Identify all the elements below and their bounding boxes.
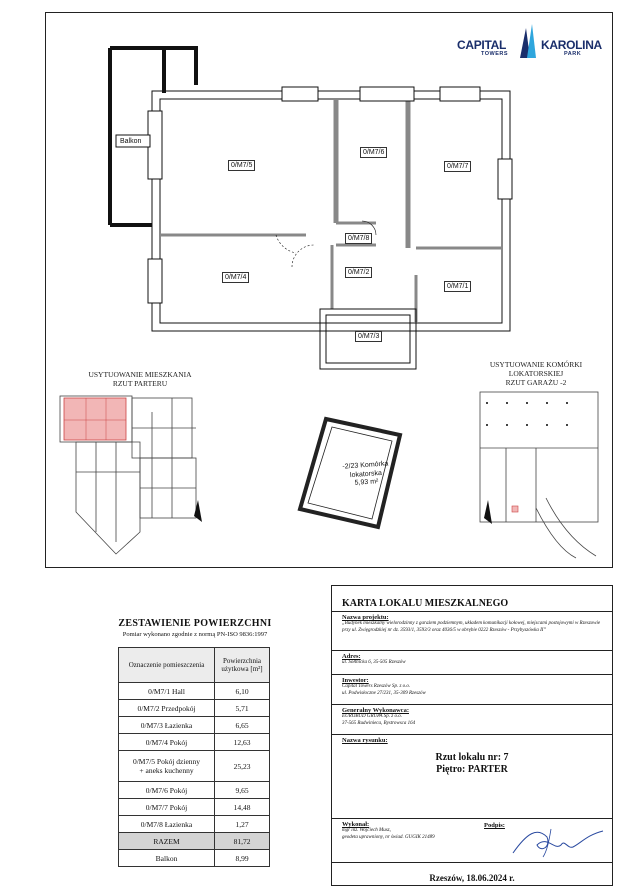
address-section: Adres: ul. Sołtnicka 6, 35-505 Rzeszów: [332, 651, 612, 675]
room-name: 0/M7/5 Pokój dzienny + aneks kuchenny: [118, 750, 215, 782]
investor-text-2: ul. Podwisłoczne 27/231, 35-309 Rzeszów: [342, 690, 426, 696]
summary-title: ZESTAWIENIE POWIERZCHNI: [118, 618, 272, 629]
room-name: 0/M7/7 Pokój: [118, 798, 215, 816]
apartment-floor-plan: [108, 46, 513, 370]
col-area-header-line-2: użytkowa [m²]: [221, 665, 263, 673]
logo-tower-icon: [520, 24, 536, 58]
contractor-text-1: EUROBUD GRUPA Sp. z o.o.: [342, 714, 402, 719]
room-name: 0/M7/3 Łazienka: [118, 716, 215, 734]
storage-cell-label: -2/23 Komórka lokatorska 5,93 m²: [335, 460, 397, 490]
made-by-text-1: mgr inż. Wojciech Musz,: [342, 828, 391, 833]
contractor-section: Generalny Wykonawca: EUROBUD GRUPA Sp. z…: [332, 705, 612, 735]
logo-towers: TOWERS: [481, 51, 509, 57]
room-name: 0/M7/6 Pokój: [118, 781, 215, 799]
surface-table: Oznaczenie pomieszczenia Powierzchnia uż…: [118, 647, 270, 867]
location-caption: USYTUOWANIE MIESZKANIA RZUT PARTERU: [60, 370, 220, 388]
contractor-label: Generalny Wykonawca:: [342, 707, 409, 714]
room-area: 14,48: [214, 798, 270, 816]
table-row: 0/M7/5 Pokój dzienny + aneks kuchenny 25…: [118, 750, 270, 782]
storage-caption-line-2: LOKATORSKIEJ: [508, 369, 564, 378]
drawing-label: Nazwa rysunku:: [342, 737, 388, 744]
room-area: 6,10: [214, 682, 270, 700]
room-label-2: 0/M7/2: [345, 267, 373, 278]
room-label-4: 0/M7/4: [222, 272, 250, 283]
room-name: Balkon: [118, 849, 215, 867]
project-label: Nazwa projektu:: [342, 614, 389, 621]
project-section: Nazwa projektu: „Budynek mieszkalny wiel…: [332, 612, 612, 651]
room-area: 6,65: [214, 716, 270, 734]
location-caption-line-1: USYTUOWANIE MIESZKANIA: [88, 370, 192, 379]
investor-section: Inwestor: Capital Towers Rzeszów Sp. z o…: [332, 675, 612, 705]
room-area: 25,23: [214, 750, 270, 782]
footer-section: Rzeszów, 18.06.2024 r.: [332, 863, 612, 887]
col-area-header: Powierzchnia użytkowa [m²]: [214, 647, 270, 683]
room-name-line-2: + aneks kuchenny: [139, 766, 194, 775]
logo-karolina: KAROLINA: [541, 38, 602, 52]
summary-subtitle: Pomiar wykonano zgodnie z normą PN-ISO 9…: [122, 631, 268, 638]
card-title: KARTA LOKALU MIESZKALNEGO: [342, 598, 509, 609]
card-title-section: KARTA LOKALU MIESZKALNEGO: [332, 586, 612, 612]
room-label-1: 0/M7/1: [444, 281, 472, 292]
room-label-6: 0/M7/6: [360, 147, 388, 158]
address-label: Adres:: [342, 653, 361, 660]
room-name: 0/M7/8 Łazienka: [118, 815, 215, 833]
room-label-3: 0/M7/3: [355, 331, 383, 342]
site-plan-ground-floor: [59, 395, 202, 555]
signature-label: Podpis:: [484, 822, 505, 829]
room-name: 0/M7/2 Przedpokój: [118, 699, 215, 717]
storage-caption-line-1: USYTUOWANIE KOMÓRKI: [489, 360, 583, 369]
room-label-balkon: Balkon: [120, 138, 142, 145]
drawing-line-1: Rzut lokalu nr: 7: [435, 752, 509, 763]
surface-table-header: Oznaczenie pomieszczenia Powierzchnia uż…: [118, 647, 270, 683]
drawing-line-2: Piętro: PARTER: [436, 764, 508, 775]
investor-label: Inwestor:: [342, 677, 369, 684]
made-by-section: Wykonał: mgr inż. Wojciech Musz, geodeta…: [332, 819, 612, 863]
col-area-header-line-1: Powierzchnia: [222, 657, 262, 665]
drawing-section: Nazwa rysunku: Rzut lokalu nr: 7 Piętro:…: [332, 735, 612, 819]
made-by-text-2: geodeta uprawniony, nr świad. GUGIK 2148…: [342, 834, 435, 840]
room-area: 8,99: [214, 849, 270, 867]
made-by-label: Wykonał:: [342, 821, 370, 828]
room-area: 1,27: [214, 815, 270, 833]
investor-text-1: Capital Towers Rzeszów Sp. z o.o.: [342, 684, 411, 689]
room-name: RAZEM: [118, 832, 215, 850]
logo-capital: CAPITAL: [457, 38, 507, 52]
room-label-8: 0/M7/8: [345, 233, 373, 244]
logo-park: PARK: [564, 51, 582, 57]
room-area: 81,72: [214, 832, 270, 850]
project-text: „Budynek mieszkalny wielorodzinny z gara…: [342, 621, 601, 633]
room-label-7: 0/M7/7: [444, 161, 472, 172]
card-footer-date: Rzeszów, 18.06.2024 r.: [429, 873, 515, 883]
signature: [512, 828, 604, 858]
room-label-5: 0/M7/5: [228, 160, 256, 171]
drawing-name: Rzut lokalu nr: 7 Piętro: PARTER: [342, 752, 602, 776]
location-caption-line-2: RZUT PARTERU: [112, 379, 168, 388]
apartment-card: KARTA LOKALU MIESZKALNEGO Nazwa projektu…: [331, 585, 613, 886]
room-name: 0/M7/4 Pokój: [118, 733, 215, 751]
room-area: 12,63: [214, 733, 270, 751]
address-text: ul. Sołtnicka 6, 35-505 Rzeszów: [342, 660, 406, 665]
room-area: 9,65: [214, 781, 270, 799]
col-room-header: Oznaczenie pomieszczenia: [118, 647, 215, 683]
contractor-text-2: 37-565 Rudwinieca, Bystrowsca 164: [342, 720, 416, 726]
storage-caption: USYTUOWANIE KOMÓRKI LOKATORSKIEJ RZUT GA…: [466, 360, 606, 387]
site-plan-garage: [479, 391, 599, 559]
storage-caption-line-3: RZUT GARAŻU -2: [505, 378, 567, 387]
room-name-line-1: 0/M7/5 Pokój dzienny: [132, 757, 201, 766]
room-area: 5,71: [214, 699, 270, 717]
room-name: 0/M7/1 Hall: [118, 682, 215, 700]
storage-cell-plan: [297, 416, 403, 530]
floor-plan-frame: [45, 12, 613, 568]
